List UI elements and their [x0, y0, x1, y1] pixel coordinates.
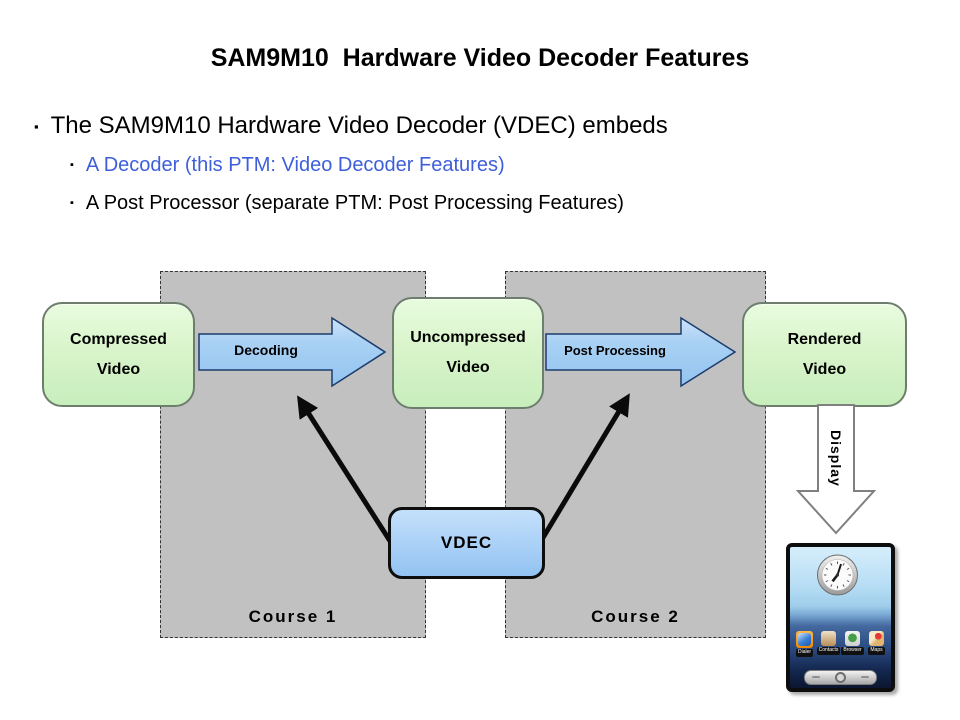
- maps-icon: [869, 631, 884, 646]
- contacts-icon: [821, 631, 836, 646]
- page-title: SAM9M10 Hardware Video Decoder Features: [210, 44, 750, 72]
- menu-dash-icon: [861, 676, 869, 678]
- menu-dash-icon: [812, 676, 820, 678]
- phone-device: Dialer Contacts Browser Maps: [786, 543, 895, 692]
- trackball-icon: [835, 672, 846, 683]
- post-processing-arrow-label: Post Processing: [564, 342, 666, 358]
- decoding-block-arrow: [198, 316, 387, 388]
- bullet-main: ▪ The SAM9M10 Hardware Video Decoder (VD…: [34, 112, 668, 140]
- bullet-sub-postprocessor-text: A Post Processor (separate PTM: Post Pro…: [85, 192, 624, 214]
- maps-label: Maps: [868, 647, 885, 655]
- phone-menu-bar[interactable]: [804, 670, 877, 685]
- bullet-square-icon: ▪: [34, 119, 39, 134]
- browser-icon: [845, 631, 860, 646]
- dialer-highlight: [796, 631, 813, 648]
- dialer-icon: [798, 633, 811, 646]
- bullet-main-text: The SAM9M10 Hardware Video Decoder (VDEC…: [50, 112, 668, 139]
- bullet-sub-decoder: ▪ A Decoder (this PTM: Video Decoder Fea…: [70, 154, 505, 177]
- dock-item-maps[interactable]: Maps: [865, 631, 888, 657]
- phone-dock: Dialer Contacts Browser Maps: [793, 631, 888, 657]
- dock-item-browser[interactable]: Browser: [841, 631, 864, 657]
- analog-clock-widget: [816, 554, 858, 596]
- vdec-box: VDEC: [388, 507, 545, 579]
- course1-label: Course 1: [248, 607, 338, 626]
- compressed-video-box: Compressed Video: [42, 302, 195, 407]
- display-arrow-label: Display: [828, 429, 844, 487]
- rendered-video-box: Rendered Video: [742, 302, 907, 407]
- post-processing-block-arrow: [545, 316, 737, 388]
- dock-item-contacts[interactable]: Contacts: [816, 631, 841, 657]
- bullet-sub-postprocessor: ▪ A Post Processor (separate PTM: Post P…: [70, 192, 624, 215]
- bullet-square-icon: ▪: [70, 197, 74, 209]
- decoding-arrow-label: Decoding: [234, 342, 298, 358]
- bullet-sub-decoder-text: A Decoder (this PTM: Video Decoder Featu…: [85, 154, 505, 176]
- dialer-label: Dialer: [795, 649, 814, 657]
- bullet-square-icon: ▪: [70, 159, 74, 171]
- browser-label: Browser: [841, 647, 864, 655]
- phone-screen: Dialer Contacts Browser Maps: [790, 547, 891, 688]
- contacts-label: Contacts: [816, 647, 841, 655]
- course2-label: Course 2: [591, 607, 680, 626]
- uncompressed-video-box: Uncompressed Video: [392, 297, 544, 409]
- dock-item-dialer[interactable]: Dialer: [793, 631, 816, 657]
- display-block-arrow: [795, 404, 877, 535]
